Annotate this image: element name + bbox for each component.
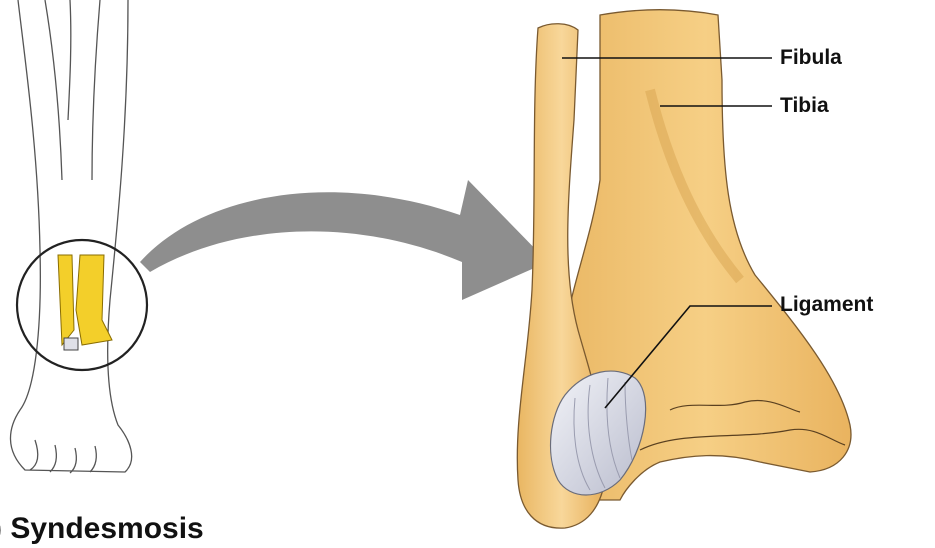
ligament-label: Ligament xyxy=(780,293,873,317)
fibula-label: Fibula xyxy=(780,46,842,70)
small-bones xyxy=(58,255,112,350)
figure-caption: ) Syndesmosis xyxy=(0,512,204,546)
tibia-label: Tibia xyxy=(780,94,829,118)
curved-arrow-icon xyxy=(140,180,548,300)
leg-outline xyxy=(10,0,131,473)
